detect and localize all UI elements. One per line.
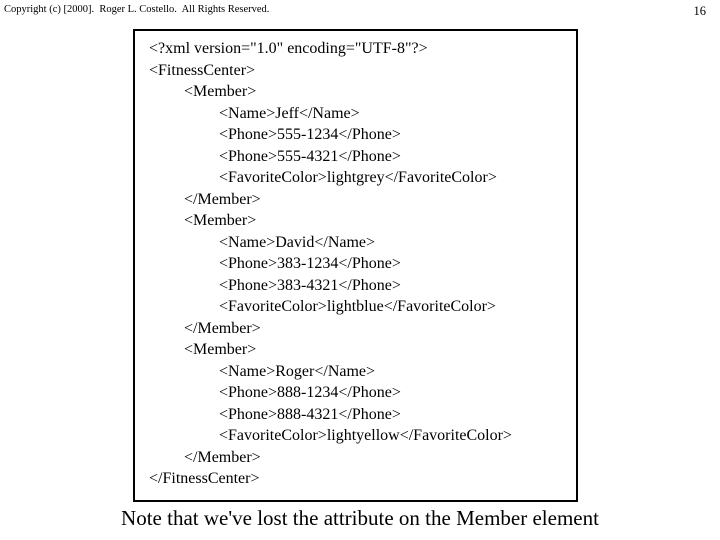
xml-code-line: <Phone>383-1234</Phone> — [219, 255, 401, 272]
page-number: 16 — [693, 4, 707, 18]
xml-code-line: </Member> — [184, 448, 261, 466]
xml-code-line: </Member> — [184, 319, 261, 337]
xml-code-line: <Member> — [184, 341, 257, 358]
xml-code-line: </FitnessCenter> — [149, 470, 260, 487]
xml-code-box: <?xml version="1.0" encoding="UTF-8"?> <F… — [133, 29, 578, 502]
xml-code-line: <Phone>555-4321</Phone> — [219, 147, 401, 165]
xml-code-line: <Name>David</Name> — [219, 233, 376, 251]
xml-code-line: <Phone>888-1234</Phone> — [219, 384, 401, 401]
xml-code-line: <?xml version="1.0" encoding="UTF-8"?> — [149, 40, 428, 57]
xml-code-line: <Phone>555-1234</Phone> — [219, 126, 401, 143]
copyright-notice: Copyright (c) [2000]. Roger L. Costello.… — [4, 4, 270, 15]
xml-code-line: <FavoriteColor>lightblue</FavoriteColor> — [219, 298, 496, 315]
xml-code-line: <Name>Roger</Name> — [219, 362, 376, 380]
xml-code-line: <Member> — [184, 212, 257, 229]
xml-code-line: <Name>Jeff</Name> — [219, 104, 360, 122]
xml-code-line: <FavoriteColor>lightyellow</FavoriteColo… — [219, 427, 512, 444]
xml-code-line: </Member> — [184, 190, 261, 208]
xml-code-line: <Member> — [184, 83, 257, 100]
xml-code-line: <FitnessCenter> — [149, 61, 256, 79]
xml-code-line: <Phone>888-4321</Phone> — [219, 405, 401, 423]
slide-caption: Note that we've lost the attribute on th… — [121, 506, 599, 530]
xml-code-line: <Phone>383-4321</Phone> — [219, 276, 401, 294]
xml-code-line: <FavoriteColor>lightgrey</FavoriteColor> — [219, 169, 497, 186]
